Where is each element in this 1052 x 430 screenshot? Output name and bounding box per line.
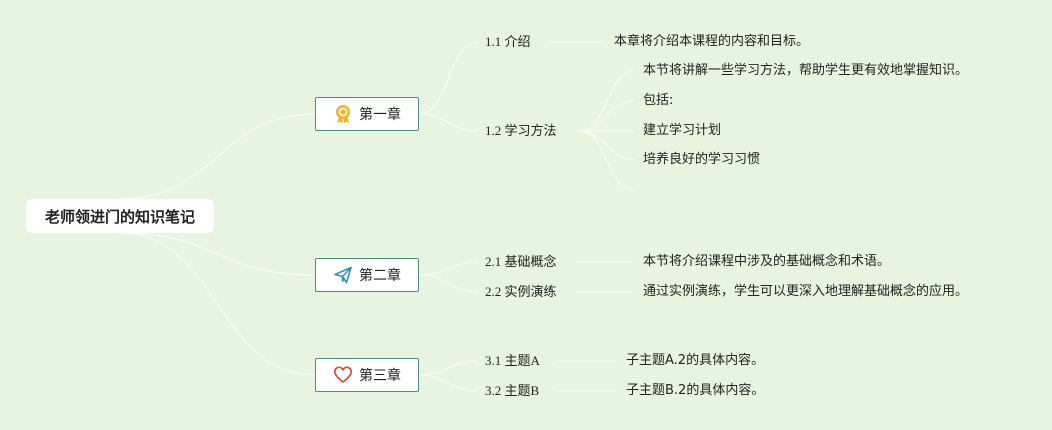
chapter-1-to-section-link [418, 113, 479, 132]
chapter-label: 第三章 [359, 368, 401, 384]
section-label[interactable]: 1.2 学习方法 [485, 123, 557, 138]
chapter-1-to-section-link [418, 41, 479, 115]
chapter-label: 第二章 [359, 268, 401, 284]
detail-text: 培养良好的学习习惯 [643, 152, 761, 167]
section-label[interactable]: 2.1 基础概念 [485, 254, 557, 269]
section-label[interactable]: 2.2 实例演练 [485, 284, 557, 299]
chapter-label: 第一章 [359, 107, 401, 123]
chapter-node-2[interactable]: 第二章 [315, 258, 419, 292]
detail-text: 子主题B.2的具体内容。 [626, 383, 765, 398]
root-node-label: 老师领进门的知识笔记 [44, 207, 195, 226]
root-to-chapter-1-link [119, 113, 316, 200]
section-to-detail-link [579, 130, 635, 161]
detail-text: 本节将讲解一些学习方法，帮助学生更有效地掌握知识。 [643, 63, 969, 78]
chapter-3-to-section-link [418, 374, 479, 392]
section-to-detail-link [579, 130, 635, 191]
section-to-detail-link [579, 100, 635, 132]
heart-icon [333, 365, 353, 385]
root-to-chapter-2-link [119, 232, 316, 276]
section-label[interactable]: 3.1 主题A [485, 353, 540, 368]
detail-text: 通过实例演练，学生可以更深入地理解基础概念的应用。 [643, 284, 969, 299]
chapter-3-to-section-link [418, 360, 479, 376]
section-label[interactable]: 3.2 主题B [485, 383, 540, 398]
root-to-chapter-3-link [119, 232, 316, 376]
detail-text: 包括: [643, 93, 674, 108]
section-to-detail-link [579, 70, 635, 132]
detail-text: 本节将介绍课程中涉及的基础概念和术语。 [643, 254, 891, 269]
detail-text: 建立学习计划 [643, 123, 722, 138]
root-node[interactable]: 老师领进门的知识笔记 [26, 199, 214, 233]
award-badge-icon [333, 104, 353, 124]
paper-plane-icon [333, 265, 353, 285]
chapter-2-to-section-link [418, 274, 479, 293]
chapter-node-3[interactable]: 第三章 [315, 358, 419, 392]
detail-text: 本章将介绍本课程的内容和目标。 [614, 34, 810, 49]
chapter-2-to-section-link [418, 261, 479, 276]
detail-text: 子主题A.2的具体内容。 [626, 353, 765, 368]
section-label[interactable]: 1.1 介绍 [485, 34, 531, 49]
chapter-node-1[interactable]: 第一章 [315, 97, 419, 131]
